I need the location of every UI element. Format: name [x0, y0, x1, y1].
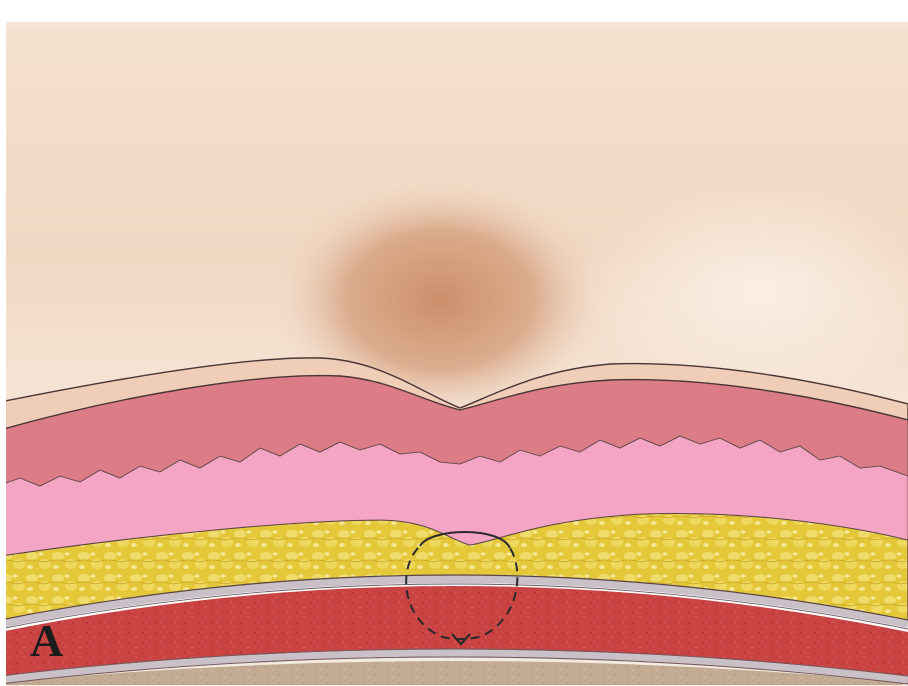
left-edge [0, 0, 6, 686]
panel-label: A [30, 618, 63, 664]
